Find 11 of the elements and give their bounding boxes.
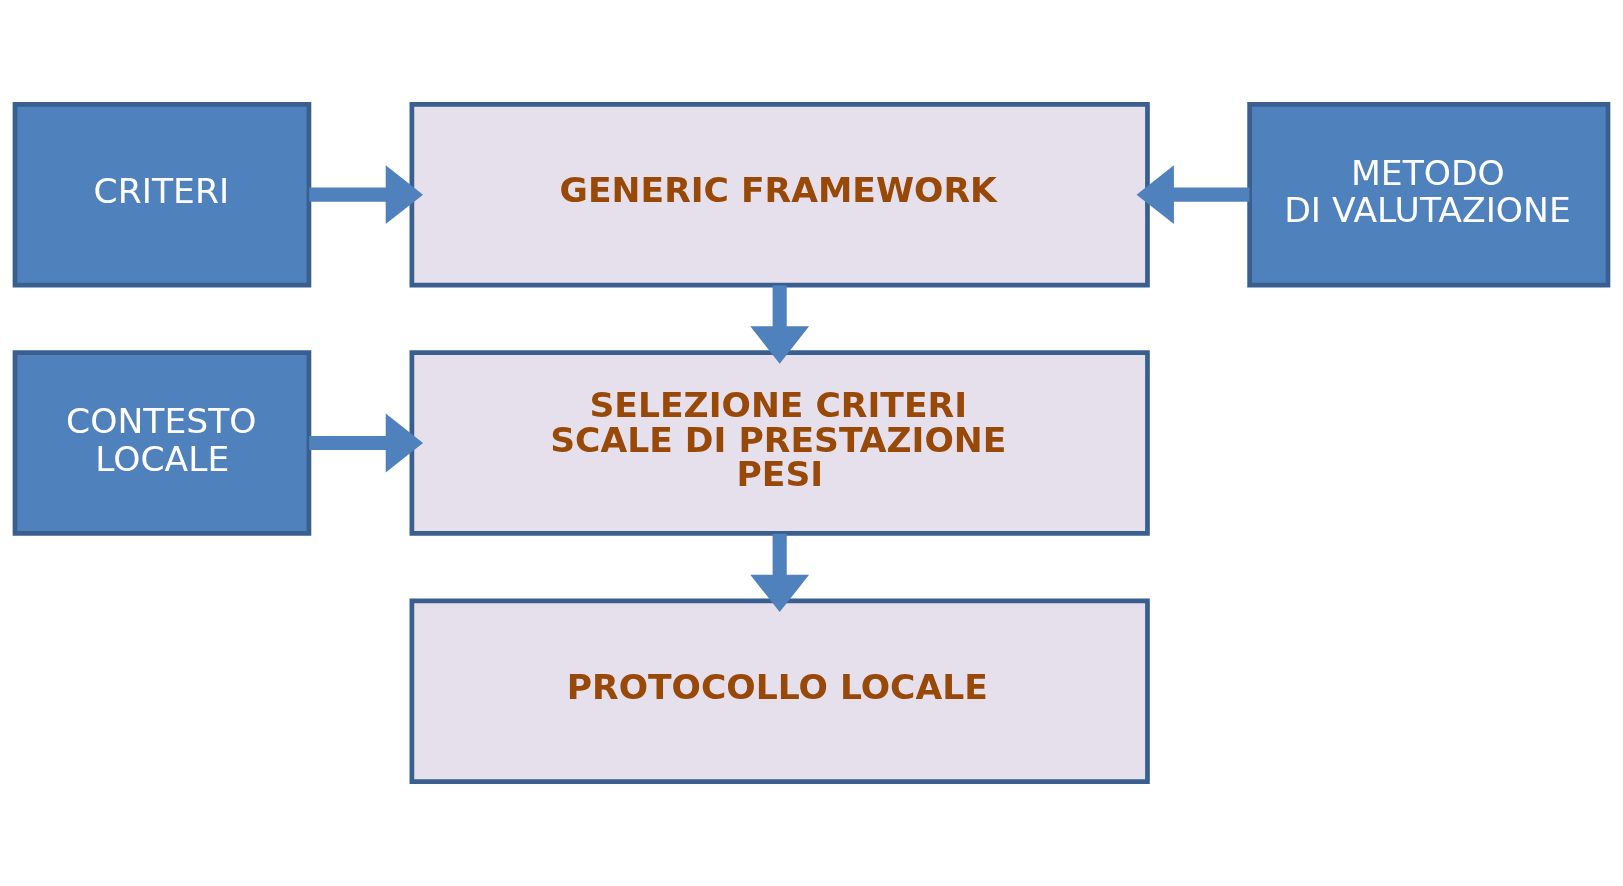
node-box: GENERIC FRAMEWORK (409, 101, 1150, 288)
arrow (309, 413, 424, 473)
arrow (309, 165, 424, 225)
node-box: SELEZIONE CRITERI SCALE DI PRESTAZIONE PESI (409, 350, 1150, 536)
node-box: METODO DI VALUTAZIONE (1247, 101, 1611, 288)
node-box: CRITERI (12, 101, 312, 288)
arrow (1136, 165, 1250, 225)
node-box: PROTOCOLLO LOCALE (409, 598, 1150, 785)
arrow (750, 533, 810, 613)
arrow (750, 285, 810, 364)
node-box: CONTESTO LOCALE (12, 350, 312, 536)
